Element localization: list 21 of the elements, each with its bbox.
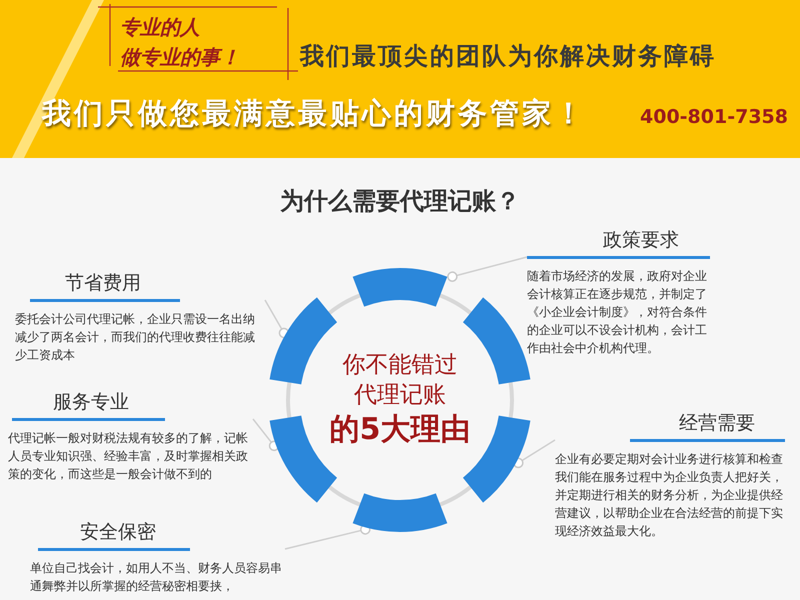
- section-heading: 政策要求: [603, 229, 679, 251]
- body-text: 企业有必要定期对会计业务进行核算和检查我们能在服务过程中为企业负责人把好关，并定期进行相关的财务分析，为企业提供经营建议，以帮助企业在合法经营的前提下实现经济效益最大化。: [555, 451, 784, 540]
- center-text: 你不能错过代理记账: [342, 351, 458, 410]
- section-heading: 节省费用: [65, 272, 141, 294]
- body-text: 委托会计公司代理记帐，企业只需设一名出纳减少了两名会计，而我们的代理收费往往能减少工资成本: [15, 311, 256, 364]
- phone-number: 400-801-7358: [640, 106, 788, 128]
- body-text: 单位自己找会计，如用人不当、财务人员容易串通舞弊并以所掌握的经营秘密相要挟，: [30, 560, 283, 595]
- section-heading: 经营需要: [679, 412, 755, 434]
- leader-line: [252, 418, 280, 452]
- slogan-text: 我们只做您最满意最贴心的财务管家！: [42, 95, 586, 132]
- leader-line: [264, 300, 290, 338]
- leader-line: [284, 524, 371, 550]
- center-headline: 的5大理由: [330, 411, 470, 449]
- body-text: 代理记帐一般对财税法规有较多的了解，记帐人员专业知识强、经验丰富，及时掌握相关政策的变化，而这些是一般会计做不到的: [8, 430, 249, 483]
- section-heading: 安全保密: [80, 521, 156, 543]
- body-text: 随着市场经济的发展，政府对企业会计核算正在逐步规范，并制定了《小企业会计制度》，对符合条件的企业可以不设会计机构，会计工作由社会中介机构代理。: [527, 268, 708, 357]
- slogan-text: 我们最顶尖的团队为你解决财务障碍: [300, 41, 716, 72]
- leader-line: [447, 256, 528, 282]
- title: 为什么需要代理记账？: [279, 186, 521, 217]
- section-heading: 服务专业: [53, 391, 129, 413]
- leader-line: [513, 439, 556, 468]
